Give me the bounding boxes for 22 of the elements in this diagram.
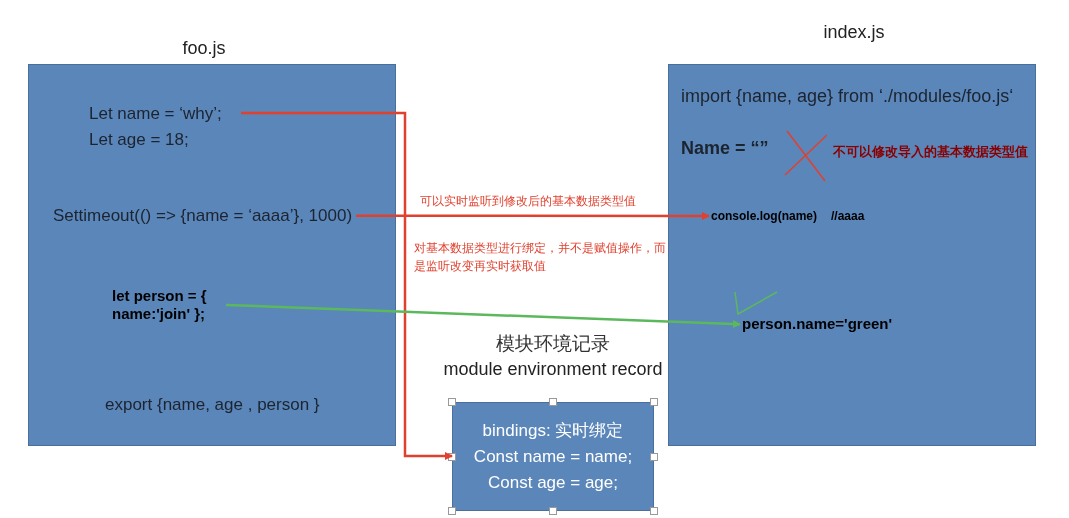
code-text: Let name = ‘why’; Let age = 18;: [89, 104, 222, 149]
code-text: person.name='green': [742, 315, 893, 332]
code-text: module environment record: [442, 358, 664, 381]
edge-label: 可以实时监听到修改后的基本数据类型值: [420, 192, 636, 210]
code-text: bindings: 实时绑定: [482, 419, 624, 442]
file-title: index.js: [822, 21, 886, 44]
code-text: Name = “”: [681, 137, 769, 160]
edge-label: 对基本数据类型进行绑定，并不是赋值操作，而是监听改变再实时获取值: [414, 239, 666, 275]
code-text: Const age = age;: [488, 471, 618, 494]
arrow: [225, 303, 741, 328]
file-title: foo.js: [181, 37, 227, 60]
file-title: 模块环境记录: [495, 331, 611, 356]
arrow: [356, 212, 710, 220]
code-text: Const name = name;: [473, 445, 633, 468]
code-text: Settimeout(() => {name = ‘aaaa’}, 1000): [53, 206, 353, 225]
code-text: 不可以修改导入的基本数据类型值: [833, 143, 1028, 161]
code-text: let person = { name:'join' };: [112, 287, 207, 322]
code-text: import {name, age} from ‘./modules/foo.js‘: [681, 85, 1014, 108]
code-text: export {name, age , person }: [105, 394, 320, 416]
code-text: console.log(name): [711, 208, 817, 225]
arrow: [241, 111, 453, 460]
code-text: //aaaa: [831, 208, 865, 225]
